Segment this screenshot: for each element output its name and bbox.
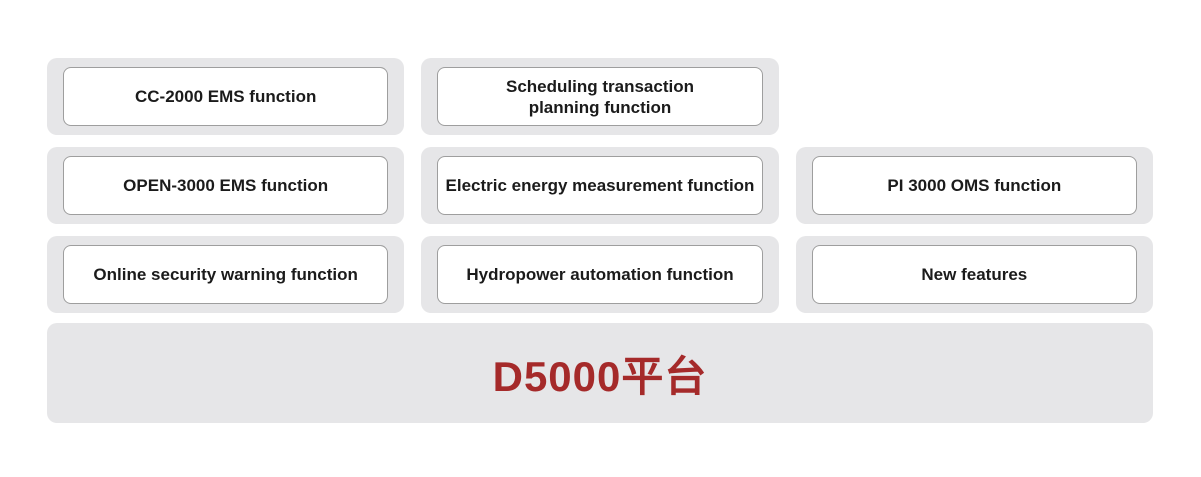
card-online-security-warning: Online security warning function xyxy=(47,236,405,313)
card-cc-2000-ems: CC-2000 EMS function xyxy=(47,58,405,135)
function-box: PI 3000 OMS function xyxy=(811,156,1137,215)
function-label: OPEN-3000 EMS function xyxy=(123,176,329,195)
function-box: Scheduling transaction planning function xyxy=(437,67,763,126)
function-box: Online security warning function xyxy=(63,245,389,304)
card-electric-energy-measurement: Electric energy measurement function xyxy=(421,147,779,224)
function-label: Scheduling transaction planning function xyxy=(506,76,694,117)
platform-bar: D5000平台 xyxy=(47,323,1153,423)
function-label: Hydropower automation function xyxy=(466,265,734,284)
card-open-3000-ems: OPEN-3000 EMS function xyxy=(47,147,405,224)
function-label: Online security warning function xyxy=(93,265,358,284)
function-grid: CC-2000 EMS function Scheduling transact… xyxy=(47,58,1153,313)
card-new-features: New features xyxy=(795,236,1153,313)
card-scheduling-transaction-planning: Scheduling transaction planning function xyxy=(421,58,779,135)
function-label: CC-2000 EMS function xyxy=(134,87,317,106)
empty-cell xyxy=(796,58,1153,135)
function-box: OPEN-3000 EMS function xyxy=(63,156,389,215)
function-box: Electric energy measurement function xyxy=(437,156,763,215)
platform-title: D5000平台 xyxy=(492,352,708,400)
card-hydropower-automation: Hydropower automation function xyxy=(421,236,779,313)
function-label: PI 3000 OMS function xyxy=(887,176,1062,195)
function-label: Electric energy measurement function xyxy=(445,176,755,195)
function-box: Hydropower automation function xyxy=(437,245,763,304)
card-pi-3000-oms: PI 3000 OMS function xyxy=(795,147,1153,224)
function-box: New features xyxy=(811,245,1137,304)
function-label: New features xyxy=(921,265,1028,284)
function-box: CC-2000 EMS function xyxy=(63,67,389,126)
